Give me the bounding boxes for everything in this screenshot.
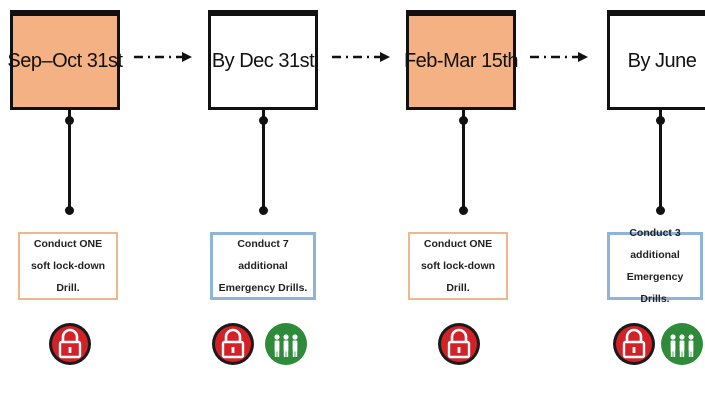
connector-dot [259,116,268,125]
lock-icon [49,323,91,365]
connector-dot [65,116,74,125]
phase-box-feb-mar: Feb-Mar 15th [403,10,519,110]
connector-dot [656,116,665,125]
phase-box-june: By June [607,10,705,110]
drill-note-text: Conduct 7 additional Emergency Drills. [218,238,308,294]
people-icon [265,323,307,365]
dashed-arrow-icon [134,52,192,62]
phase-label: Sep–Oct 31st [7,50,123,72]
drill-note: Conduct 7 additional Emergency Drills. [210,232,316,300]
drill-note: Conduct ONE soft lock-down Drill. [18,232,118,300]
connector-dot [459,116,468,125]
connector-line [462,110,465,210]
lock-icon [212,323,254,365]
connector-line [68,110,71,210]
connector-dot [656,206,665,215]
drill-note: Conduct ONE soft lock-down Drill. [408,232,508,300]
phase-box-dec: By Dec 31st [208,10,318,110]
connector-dot [459,206,468,215]
phase-box-sep-oct: Sep–Oct 31st [7,10,123,110]
connector-dot [65,206,74,215]
drill-note-text: Conduct ONE soft lock-down Drill. [30,238,106,294]
phase-label: By Dec 31st [211,50,315,72]
phase-label: Feb-Mar 15th [403,50,519,72]
drill-note-text: Conduct 3 additional Emergency Drills. [626,227,684,305]
people-icon [661,323,703,365]
dashed-arrow-icon [530,52,588,62]
phase-label: By June [627,50,697,72]
connector-line [262,110,265,210]
lock-icon [438,323,480,365]
connector-line [659,110,662,210]
drill-note-text: Conduct ONE soft lock-down Drill. [420,238,496,294]
dashed-arrow-icon [332,52,390,62]
connector-dot [259,206,268,215]
drill-note: Conduct 3 additional Emergency Drills. [607,227,703,305]
lock-icon [613,323,655,365]
